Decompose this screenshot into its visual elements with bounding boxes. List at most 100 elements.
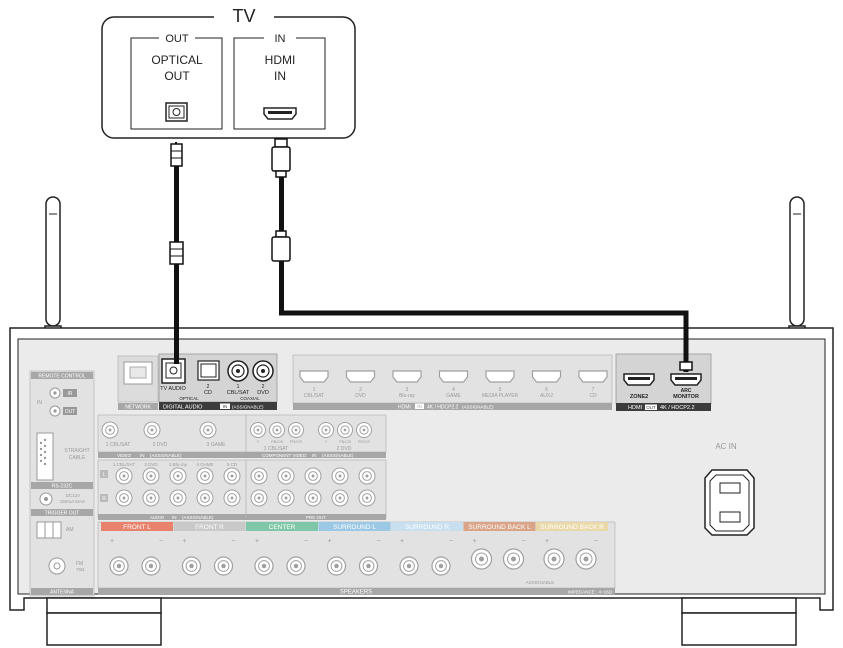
optical-out-label-2: OUT — [164, 69, 190, 83]
component-jack — [250, 422, 266, 438]
pre-out-section: PRE OUT — [245, 459, 387, 520]
trigger-spec-2: 150mA MAX. — [60, 499, 86, 504]
zone2-hdmi-port — [623, 373, 655, 386]
digital-audio-badge: IN — [223, 404, 228, 409]
optical-label: OPTICAL — [179, 396, 199, 401]
minus-sign: − — [159, 538, 163, 545]
speaker-label: SURROUND R — [405, 524, 449, 531]
fm-label: FM — [76, 561, 83, 567]
trigger-spec-1: DC12V — [66, 493, 81, 498]
fm-ohm-label: 75Ω — [76, 567, 85, 572]
component-jack — [269, 422, 285, 438]
minus-sign: − — [304, 538, 308, 545]
digital-audio-section: DIGITAL AUDIO IN (ASSIGNABLE) TV AUDIO 2… — [158, 353, 278, 411]
component-jack-label: PB/CB — [339, 439, 351, 444]
hdmi-in-label: AUX2 — [540, 393, 553, 399]
component-group-1: 1 CBL/SAT — [264, 446, 289, 452]
plus-sign: + — [473, 538, 477, 545]
tv-optical-out-port-icon — [165, 102, 188, 122]
component-jack-label: PR/CR — [290, 439, 303, 444]
component-jack — [288, 422, 304, 438]
plus-sign: + — [400, 538, 404, 545]
hdmi-in-number: 2 — [359, 387, 362, 393]
hdmi-in-spec: 4K / HDCP2.2 — [427, 405, 459, 411]
speaker-label: SURROUND BACK L — [468, 524, 531, 531]
optical-out-label-1: OPTICAL — [151, 53, 203, 67]
component-badge: IN — [312, 453, 317, 458]
tv-audio-label: TV AUDIO — [160, 386, 186, 392]
hdmi-in-number: 3 — [406, 387, 409, 393]
tv-title: TV — [232, 6, 255, 26]
monitor-label: MONITOR — [673, 394, 699, 400]
component-group-2: 2 DVD — [337, 446, 352, 452]
trigger-out-label: TRIGGER OUT — [45, 511, 80, 517]
speaker-label: FRONT R — [195, 524, 224, 531]
preout-jack-bottom — [358, 489, 376, 507]
remote-control-label: REMOTE CONTROL — [38, 374, 85, 380]
audio-jack-right — [142, 489, 160, 507]
component-jack — [356, 422, 372, 438]
audio-jack-right — [115, 489, 133, 507]
hdmi-in-footer: HDMI — [398, 405, 411, 411]
speaker-label: SURROUND BACK R — [540, 524, 604, 531]
ac-in-label: AC IN — [715, 442, 737, 451]
left-column: REMOTE CONTROL IN IR OUT STRAIGHT CABLE … — [29, 370, 95, 597]
video-jack-label: 2 DVD — [153, 442, 168, 448]
audio-in-label: 3 Blu-ray — [169, 462, 188, 467]
component-video-section: COMPONENT VIDEO IN (ASSIGNABLE) 1 CBL/SA… — [245, 414, 387, 458]
monitor-hdmi-port — [670, 373, 702, 386]
hdmi-out-footer: HDMI — [628, 405, 643, 411]
minus-sign: − — [449, 538, 453, 545]
hdmi-in-number: 4 — [452, 387, 455, 393]
plus-sign: + — [183, 538, 187, 545]
video-in-assignable: (ASSIGNABLE) — [150, 453, 182, 458]
rs232c-label: RS-232C — [52, 484, 73, 490]
speaker-label: FRONT L — [123, 524, 151, 531]
preout-jack-top — [277, 467, 295, 485]
pre-out-footer: PRE OUT — [306, 515, 326, 520]
optical-cable — [169, 142, 184, 364]
hdmi-out-spec: 4K / HDCP2.2 — [660, 405, 695, 411]
coaxial-2-label: DVD — [257, 390, 269, 396]
preout-jack-top — [331, 467, 349, 485]
audio-left-label: L — [103, 472, 106, 478]
digital-audio-footer: DIGITAL AUDIO — [163, 405, 203, 411]
tv-in-label: IN — [275, 33, 286, 45]
straight-cable-label-2: CABLE — [69, 455, 86, 461]
audio-right-label: R — [102, 496, 106, 502]
speaker-terminal-5: SURROUND R+ − — [391, 522, 463, 576]
speaker-terminal-7: SURROUND BACK R+− — [536, 522, 608, 570]
hdmi-in-port-7: 7CD — [578, 370, 608, 399]
hdmi-in-label: CD — [589, 393, 597, 399]
preout-jack-top — [250, 467, 268, 485]
audio-in-label: 2 DVD — [144, 462, 158, 467]
tv-hdmi-in-port-icon — [263, 107, 297, 120]
am-label: AM — [66, 527, 74, 533]
hdmi-in-label: Blu-ray — [399, 393, 415, 399]
hdmi-in-label-1: HDMI — [265, 53, 296, 67]
speaker-terminal-4: SURROUND L+− — [318, 522, 391, 576]
arc-label: ARC — [681, 388, 692, 394]
speaker-terminal-1: FRONT L + − — [101, 522, 173, 576]
audio-in-badge: IN — [172, 515, 177, 520]
speaker-terminal-2: FRONT R+− — [173, 522, 246, 576]
preout-jack-bottom — [331, 489, 349, 507]
component-jack-label: Y — [257, 439, 260, 444]
hdmi-in-number: 1 — [313, 387, 316, 393]
zone2-label: ZONE2 — [630, 394, 648, 400]
video-in-footer: VIDEO — [117, 453, 132, 458]
audio-jack-left — [223, 467, 241, 485]
network-port: NETWORK — [117, 355, 159, 411]
plus-sign: + — [110, 538, 114, 545]
right-foot — [681, 597, 797, 646]
audio-jack-right — [169, 489, 187, 507]
hdmi-in-assignable: (ASSIGNABLE) — [462, 405, 494, 410]
hdmi-in-label: DVD — [355, 393, 366, 399]
audio-in-footer: AUDIO — [150, 515, 165, 520]
